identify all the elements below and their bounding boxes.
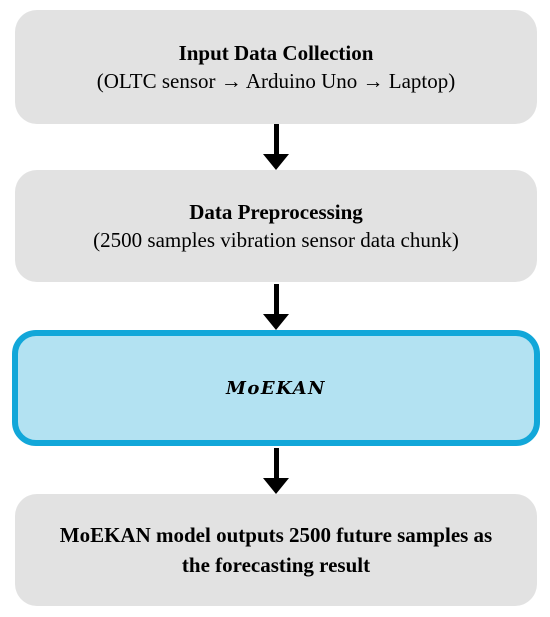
input-data-collection-box: Input Data Collection (OLTC sensor → Ard… bbox=[15, 10, 537, 124]
moekan-model-box: MoEKAN bbox=[12, 330, 540, 446]
input-data-collection-title: Input Data Collection bbox=[178, 40, 374, 65]
input-data-collection-detail: (OLTC sensor → Arduino Uno → Laptop) bbox=[96, 68, 456, 93]
moekan-model-label: MoEKAN bbox=[226, 377, 326, 399]
forecast-output-line-1: MoEKAN model outputs 2500 future samples… bbox=[59, 523, 493, 547]
down-arrow-icon bbox=[263, 124, 289, 170]
down-arrow-icon bbox=[263, 448, 289, 494]
data-preprocessing-box: Data Preprocessing (2500 samples vibrati… bbox=[15, 170, 537, 282]
forecast-output-line-2: the forecasting result bbox=[181, 553, 371, 577]
data-preprocessing-detail: (2500 samples vibration sensor data chun… bbox=[93, 227, 459, 252]
forecast-output-box: MoEKAN model outputs 2500 future samples… bbox=[15, 494, 537, 606]
data-preprocessing-title: Data Preprocessing bbox=[189, 199, 363, 224]
down-arrow-icon bbox=[263, 284, 289, 330]
